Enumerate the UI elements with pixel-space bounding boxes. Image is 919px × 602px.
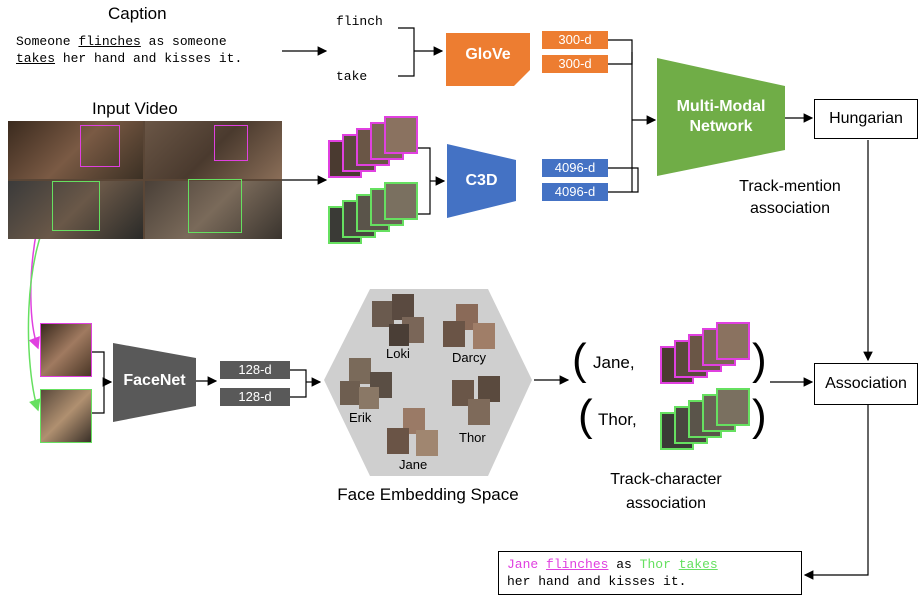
c3d-dim-1: 4096-d (542, 159, 608, 177)
paren-close-thor: ) (752, 391, 767, 440)
face-crop-jane (40, 323, 92, 377)
track-mention-label: Track-mention association (739, 178, 841, 217)
face-thumb (403, 408, 425, 434)
caption-text: Someone flinches as someone takes her ha… (16, 34, 243, 66)
c3d-label: C3D (465, 172, 498, 189)
hungarian-box: Hungarian (814, 99, 918, 139)
face-crop-thor (40, 389, 92, 443)
track-stack-thor-2 (660, 388, 752, 450)
face-box-thor-1 (52, 181, 100, 231)
association-box: Association (814, 363, 918, 405)
facenet-label: FaceNet (123, 372, 186, 389)
video-frames (8, 121, 282, 239)
embedding-name-darcy: Darcy (452, 350, 486, 365)
face-thumb (473, 323, 495, 349)
face-thumb (478, 376, 500, 402)
facenet-dim-2: 128-d (220, 388, 290, 406)
track-stack-thor (328, 182, 420, 244)
paren-open-thor: ( (578, 391, 593, 440)
token-flinch: flinch (336, 14, 383, 29)
face-thumb (387, 428, 409, 454)
paren-close-jane: ) (752, 335, 767, 384)
face-box-jane-1 (80, 125, 120, 167)
video-title: Input Video (92, 99, 178, 118)
track-name-thor: Thor, (598, 410, 637, 429)
face-box-thor-2 (188, 179, 242, 233)
embedding-name-erik: Erik (349, 410, 372, 425)
embedding-name-jane: Jane (399, 457, 428, 472)
track-stack-jane-2 (660, 322, 752, 384)
face-thumb (340, 381, 360, 405)
face-thumb (389, 324, 409, 346)
embedding-title: Face Embedding Space (337, 485, 519, 504)
glove-dim-1: 300-d (542, 31, 608, 49)
output-caption: Jane flinches as Thor takes her hand and… (498, 551, 802, 595)
face-thumb (443, 321, 465, 347)
face-box-jane-2 (214, 125, 248, 161)
glove-label: GloVe (465, 46, 511, 63)
face-thumb (416, 430, 438, 456)
token-take: take (336, 69, 368, 84)
track-name-jane: Jane, (593, 353, 635, 372)
face-thumb (372, 301, 394, 327)
c3d-dim-2: 4096-d (542, 183, 608, 201)
multimodal-network-label: Multi-Modal Network (676, 98, 766, 135)
track-character-label: Track-character association (610, 471, 722, 512)
embedding-name-thor: Thor (459, 430, 486, 445)
face-thumb (349, 358, 371, 384)
caption-title: Caption (108, 4, 167, 23)
paren-open-jane: ( (572, 335, 587, 384)
face-thumb (392, 294, 414, 320)
facenet-dim-1: 128-d (220, 361, 290, 379)
embedding-name-loki: Loki (386, 346, 410, 361)
track-stack-jane (328, 116, 420, 178)
face-thumb (359, 387, 379, 409)
face-thumb (468, 399, 490, 425)
glove-dim-2: 300-d (542, 55, 608, 73)
